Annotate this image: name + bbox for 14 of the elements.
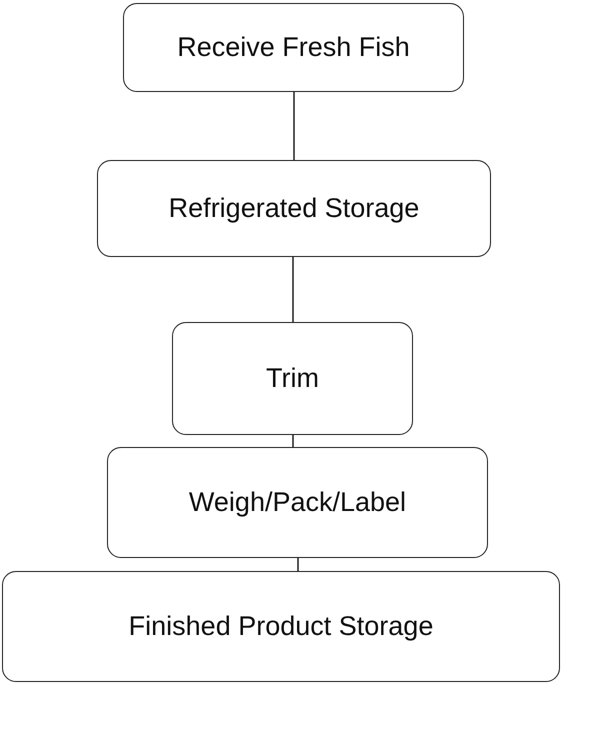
process-box xyxy=(107,447,488,558)
connector-line xyxy=(297,558,299,571)
process-box xyxy=(123,3,464,92)
process-box xyxy=(172,322,413,435)
step-label: Refrigerated Storage xyxy=(168,193,420,224)
step-label: Finished Product Storage xyxy=(128,611,434,642)
step-label: Receive Fresh Fish xyxy=(177,32,410,63)
process-box xyxy=(2,571,560,682)
step-label: Weigh/Pack/Label xyxy=(188,487,406,518)
step-label: Trim xyxy=(266,363,319,394)
connector-line xyxy=(292,257,294,322)
connector-line xyxy=(293,92,295,160)
process-box xyxy=(97,160,491,257)
connector-line xyxy=(292,435,294,447)
